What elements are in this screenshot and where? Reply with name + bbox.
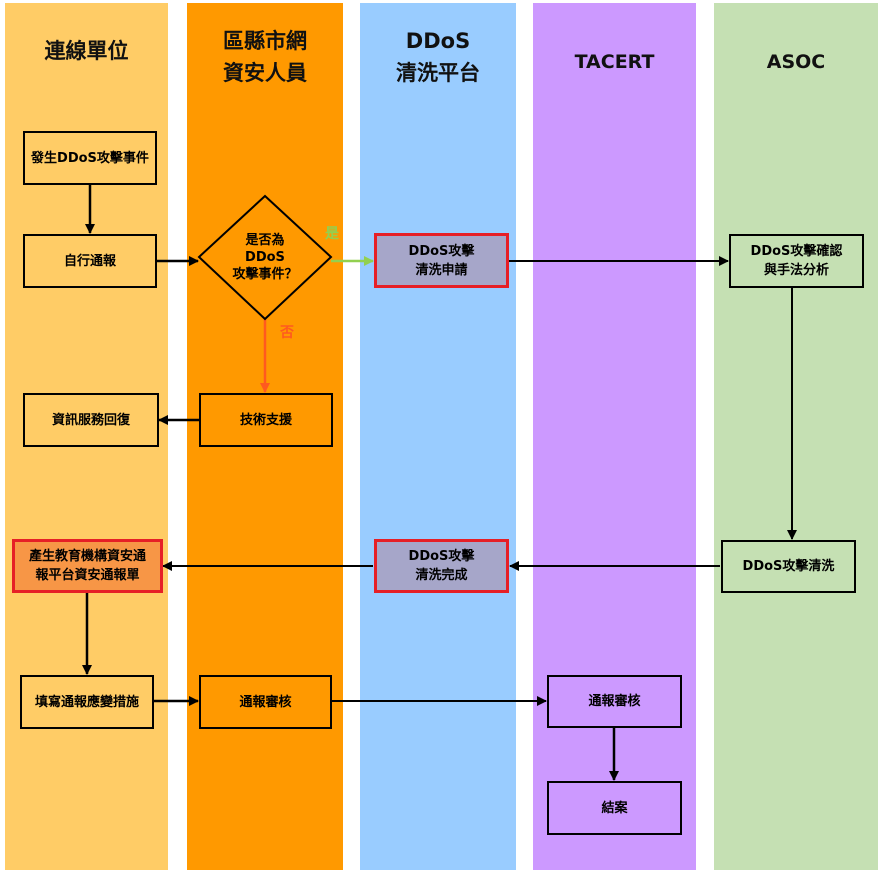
yes-label: 是 [325, 226, 339, 242]
node-line: 清洗完成 [415, 568, 468, 583]
lane-platform: DDoS 清洗平台 [360, 3, 516, 870]
lane-title-line: 清洗平台 [396, 61, 480, 85]
node-line: 報平台資安通報單 [35, 568, 140, 583]
lane-title-line: DDoS [405, 29, 471, 53]
node-asoc-confirm: DDoS攻擊確認 與手法分析 [729, 234, 864, 288]
lane-title: TACERT [533, 46, 696, 78]
node-line: DDoS攻擊清洗 [742, 559, 835, 574]
node-generate-form: 產生教育機構資安通 報平台資安通報單 [12, 539, 163, 593]
lane-title: 區縣市網 資安人員 [187, 25, 343, 89]
node-tech-support: 技術支援 [199, 393, 333, 447]
node-self-report: 自行通報 [23, 234, 157, 288]
decision-line: 是否為 [245, 233, 285, 248]
node-fill-response: 填寫通報應變措施 [20, 675, 154, 729]
lane-title: 連線單位 [5, 35, 168, 67]
node-review-tacert: 通報審核 [547, 675, 682, 728]
node-line: 填寫通報應變措施 [34, 694, 139, 710]
node-scrub-complete: DDoS攻擊 清洗完成 [374, 539, 509, 593]
lane-asoc: ASOC [714, 3, 878, 870]
node-line: 產生教育機構資安通 [28, 549, 146, 564]
node-line: DDoS攻擊確認 [750, 244, 843, 259]
decision-label: 是否為 DDoS 攻擊事件？ [215, 232, 315, 283]
node-asoc-scrub: DDoS攻擊清洗 [721, 540, 856, 593]
node-line: 與手法分析 [763, 263, 829, 278]
lane-title-line: 連線單位 [44, 39, 129, 63]
decision-line: DDoS [245, 250, 285, 265]
node-line: 發生DDoS攻擊事件 [31, 150, 149, 166]
lane-title-line: 資安人員 [223, 61, 307, 85]
no-label: 否 [280, 325, 294, 341]
node-review-county: 通報審核 [199, 675, 332, 729]
node-line: DDoS攻擊 [408, 549, 475, 564]
node-scrub-request: DDoS攻擊 清洗申請 [374, 233, 509, 288]
node-service-restore: 資訊服務回復 [23, 393, 159, 447]
decision-line: 攻擊事件？ [232, 267, 298, 282]
node-incident: 發生DDoS攻擊事件 [23, 131, 157, 185]
lane-title-line: TACERT [574, 51, 655, 73]
lane-title-line: ASOC [766, 51, 826, 73]
node-line: DDoS攻擊 [408, 243, 475, 259]
node-line: 技術支援 [239, 412, 292, 428]
lane-title-line: 區縣市網 [223, 29, 307, 53]
node-line: 清洗申請 [415, 262, 468, 278]
lane-title: ASOC [714, 46, 878, 78]
node-line: 通報審核 [588, 694, 641, 709]
node-line: 資訊服務回復 [51, 412, 130, 428]
node-close-case: 結案 [547, 781, 682, 835]
lane-title: DDoS 清洗平台 [360, 25, 516, 89]
node-line: 結案 [601, 800, 628, 816]
decision-diamond [197, 194, 333, 321]
node-line: 通報審核 [239, 694, 292, 710]
node-line: 自行通報 [63, 253, 116, 269]
